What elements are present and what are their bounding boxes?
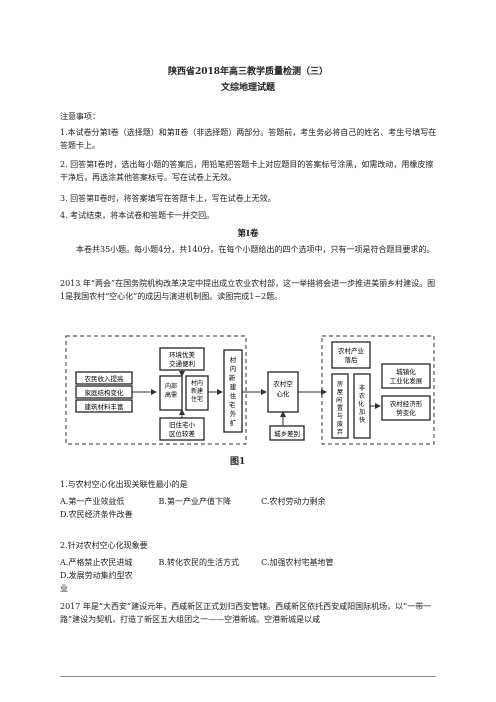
q2-option-b: B.转化农民的生活方式 [158, 558, 239, 567]
top-box-line1: 环境优美 [169, 350, 196, 359]
svg-text:住宅: 住宅 [191, 395, 203, 403]
svg-text:非农化 加快: 非农化 加快 [358, 384, 366, 424]
section-heading: 第Ⅰ卷 [237, 229, 259, 239]
question-1-stem: 1.与农村空心化出现关联性最小的是 [60, 480, 188, 489]
left-box-group: 农民收入提高 家庭结构变化 建筑材料丰富 [75, 371, 133, 413]
notice-item-3: 3. 回答第Ⅱ卷时，将答案填写在答题卡上，写在试卷上无效。 [60, 194, 276, 203]
left-box-1: 农民收入提高 [85, 374, 125, 383]
top-box-line2: 交通便利 [169, 359, 195, 368]
svg-text:旧住宅小: 旧住宅小 [169, 420, 196, 429]
q1-option-a: A.第一产业效益低 [60, 497, 125, 506]
question-2-stem: 2.针对农村空心化现象要 [60, 541, 148, 550]
question-1-options: A.第一产业效益低 B.第一产业产值下降 C.农村劳动力剩余 D.农民经济条件改… [60, 495, 440, 521]
notice-heading: 注意事项： [60, 112, 100, 121]
notice-item-4: 4. 考试结束，将本试卷和答题卡一并交回。 [60, 211, 215, 220]
q1-option-c: C.农村劳动力剩余 [261, 497, 326, 506]
notice-item-2: 2. 回答第Ⅰ卷时，选出每小题的答案后，用铅笔把答题卡上对应题目的答案标号涂黑，… [60, 160, 434, 182]
svg-text:农村空: 农村空 [273, 379, 293, 388]
q2-option-a: A.严格禁止农民进城 [60, 558, 133, 567]
svg-text:内部: 内部 [165, 382, 177, 390]
urban-box: 城乡差别 [274, 429, 300, 438]
question-context: 2013 年“两会”在国务院机构改革决定中提出成立农业农村部，这一举措将会进一步… [60, 279, 436, 301]
svg-text:新建: 新建 [191, 387, 203, 395]
left-group-border [65, 335, 247, 445]
svg-text:区位较差: 区位较差 [169, 429, 196, 438]
svg-text:工业化发展: 工业化发展 [390, 376, 423, 385]
svg-text:高需: 高需 [165, 391, 177, 399]
q1-option-b: B.第一产业产值下降 [158, 497, 231, 506]
svg-text:农村经济形: 农村经济形 [390, 399, 423, 408]
notice-item-1: 1.本试卷分第Ⅰ卷（选择题）和第Ⅱ卷（非选择题）两部分。答题前，考生务必将自己的… [60, 128, 437, 150]
vertical-box-text: 村内新 建住宅 外扩 [229, 355, 238, 427]
left-box-3: 建筑材料丰富 [85, 402, 124, 411]
page-title: 陕西省2018年高三教学质量检测（三） [167, 67, 329, 77]
left-box-2: 家庭结构变化 [85, 388, 125, 397]
svg-text:城镇化: 城镇化 [396, 367, 416, 376]
svg-text:势变化: 势变化 [396, 408, 416, 417]
q2-option-c: C.加强农村宅基地管 [261, 558, 334, 567]
flow-diagram: 农民收入提高 家庭结构变化 建筑材料丰富 环境优美 交通便利 内部 高需 村内 … [65, 335, 435, 445]
svg-text:落后: 落后 [345, 355, 359, 364]
svg-text:心化: 心化 [277, 389, 291, 398]
svg-text:房屋闲 置与废弃: 房屋闲 置与废弃 [336, 380, 344, 436]
q1-option-d: D.农民经济条件改善 [60, 510, 133, 519]
page-subtitle: 文综地理试题 [220, 83, 275, 93]
figure-caption: 图1 [230, 457, 246, 467]
passage-2: 2017 年是“大西安”建设元年，西咸新区正式划归西安管辖。西咸新区依托西安咸阳… [60, 602, 432, 624]
section-intro: 本卷共35小题。每小题4分，共140分。在每个小题给出的四个选项中，只有一项是符… [76, 245, 435, 254]
footer-rule [60, 676, 436, 677]
q2-option-d: D.发展劳动集约型农业 [60, 571, 133, 593]
question-2-options: A.严格禁止农民进城 B.转化农民的生活方式 C.加强农村宅基地管 D.发展劳动… [60, 556, 440, 595]
svg-text:村内: 村内 [191, 379, 203, 387]
svg-text:农村产业: 农村产业 [338, 346, 365, 355]
